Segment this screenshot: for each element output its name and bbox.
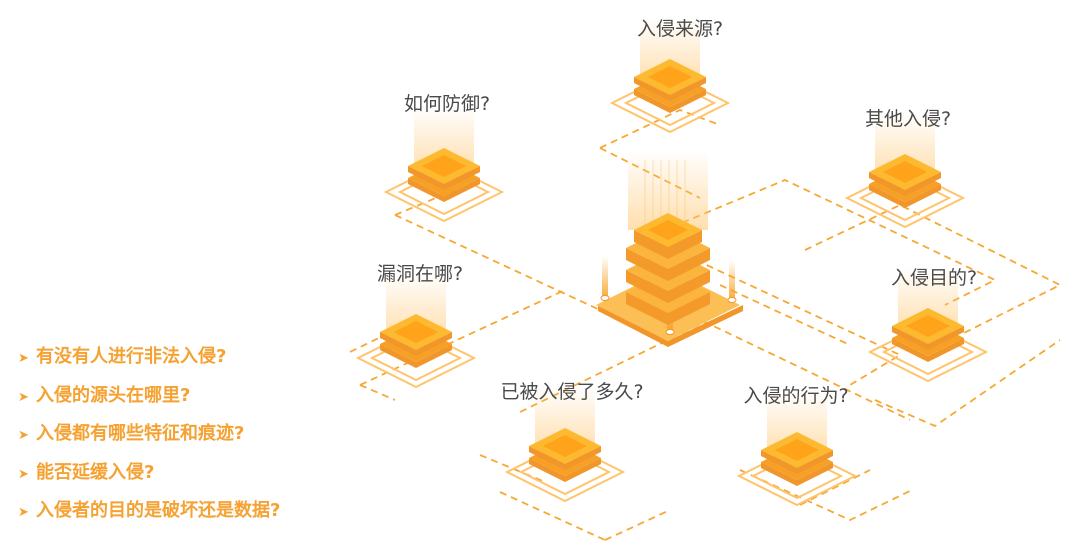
question-text: 入侵都有哪些特征和痕迹? xyxy=(36,423,245,444)
question-text: 入侵的源头在哪里? xyxy=(36,384,191,406)
chevron-right-icon: ➤ xyxy=(18,389,29,405)
question-item: ➤ 有没有人进行非法入侵? xyxy=(18,338,280,377)
question-text: 能否延缓入侵? xyxy=(36,461,155,483)
question-item: ➤ 能否延缓入侵? xyxy=(18,454,280,493)
node-label-source: 入侵来源? xyxy=(637,18,723,40)
node-purpose xyxy=(867,267,989,383)
chevron-right-icon: ➤ xyxy=(18,505,29,520)
question-item: ➤ 入侵的源头在哪里? xyxy=(18,377,280,416)
node-source xyxy=(609,18,731,134)
chevron-right-icon: ➤ xyxy=(18,351,29,366)
question-item: ➤ 入侵者的目的是破坏还是数据? xyxy=(18,492,280,531)
chevron-right-icon: ➤ xyxy=(18,428,29,443)
node-label-defense: 如何防御? xyxy=(404,93,490,115)
node-other xyxy=(844,113,966,229)
node-behavior xyxy=(736,391,858,507)
node-label-other: 其他入侵? xyxy=(865,108,951,130)
node-label-behavior: 入侵的行为? xyxy=(743,385,848,407)
chevron-right-icon: ➤ xyxy=(18,466,29,482)
node-vuln xyxy=(355,273,477,389)
server-stack-icon xyxy=(596,150,743,347)
question-item: ➤ 入侵都有哪些特征和痕迹? xyxy=(18,415,280,454)
node-label-duration: 已被入侵了多久? xyxy=(500,381,643,403)
node-label-vuln: 漏洞在哪? xyxy=(377,263,463,285)
question-text: 有没有人进行非法入侵? xyxy=(36,346,227,367)
node-duration xyxy=(504,387,626,503)
question-list: ➤ 有没有人进行非法入侵? ➤ 入侵的源头在哪里? ➤ 入侵都有哪些特征和痕迹? ➤ 能… xyxy=(18,338,280,531)
node-defense xyxy=(383,107,505,223)
question-text: 入侵者的目的是破坏还是数据? xyxy=(36,500,281,521)
node-label-purpose: 入侵目的? xyxy=(891,267,977,289)
